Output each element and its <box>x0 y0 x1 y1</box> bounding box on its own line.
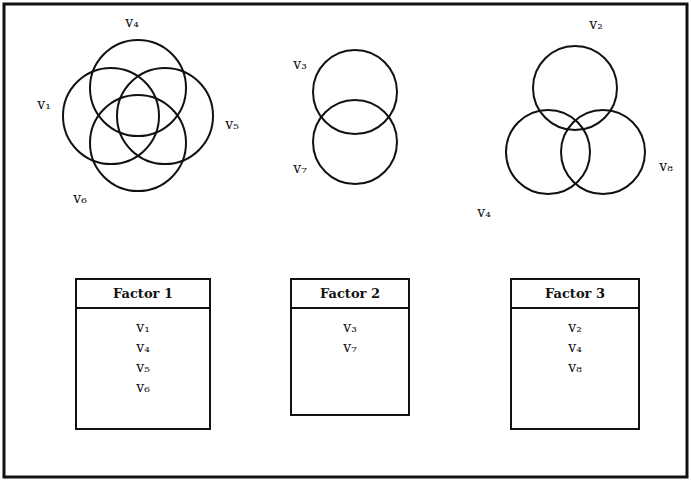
variable-circle <box>313 50 397 134</box>
variable-name: v₄ <box>516 337 634 357</box>
variable-name: v₅ <box>81 357 205 377</box>
variable-list: v₁v₄v₅v₆ <box>77 309 209 405</box>
factor-1-circles <box>63 40 213 191</box>
factor-box: Factor 1v₁v₄v₅v₆ <box>75 278 211 430</box>
variable-label: v₇ <box>293 160 307 176</box>
variable-list: v₂v₄v₈ <box>512 309 638 385</box>
factor-2-circles <box>313 50 397 184</box>
variable-list: v₃v₇ <box>292 309 408 365</box>
variable-circle <box>506 110 590 194</box>
variable-label: v₆ <box>73 190 87 206</box>
variable-circle <box>90 95 186 191</box>
variable-circle <box>63 68 159 164</box>
variable-circle <box>533 46 617 130</box>
variable-label: v₈ <box>659 158 673 174</box>
variable-name: v₃ <box>296 317 404 337</box>
variable-name: v₂ <box>516 317 634 337</box>
variable-name: v₆ <box>81 377 205 397</box>
variable-circle <box>561 110 645 194</box>
variable-label: v₄ <box>477 204 491 220</box>
factor-heading: Factor 3 <box>512 280 638 309</box>
variable-name: v₁ <box>81 317 205 337</box>
variable-circle <box>117 68 213 164</box>
variable-label: v₂ <box>589 16 603 32</box>
factor-3-circles <box>506 46 645 194</box>
variable-label: v₃ <box>293 56 307 72</box>
variable-name: v₇ <box>296 337 404 357</box>
factor-box: Factor 3v₂v₄v₈ <box>510 278 640 430</box>
variable-circle <box>90 40 186 136</box>
variable-circle <box>313 100 397 184</box>
factor-heading: Factor 1 <box>77 280 209 309</box>
variable-label: v₅ <box>225 116 239 132</box>
variable-name: v₄ <box>81 337 205 357</box>
factor-box: Factor 2v₃v₇ <box>290 278 410 416</box>
frame <box>4 4 687 477</box>
variable-name: v₈ <box>516 357 634 377</box>
factor-heading: Factor 2 <box>292 280 408 309</box>
variable-label: v₁ <box>37 96 51 112</box>
variable-label: v₄ <box>125 14 139 30</box>
